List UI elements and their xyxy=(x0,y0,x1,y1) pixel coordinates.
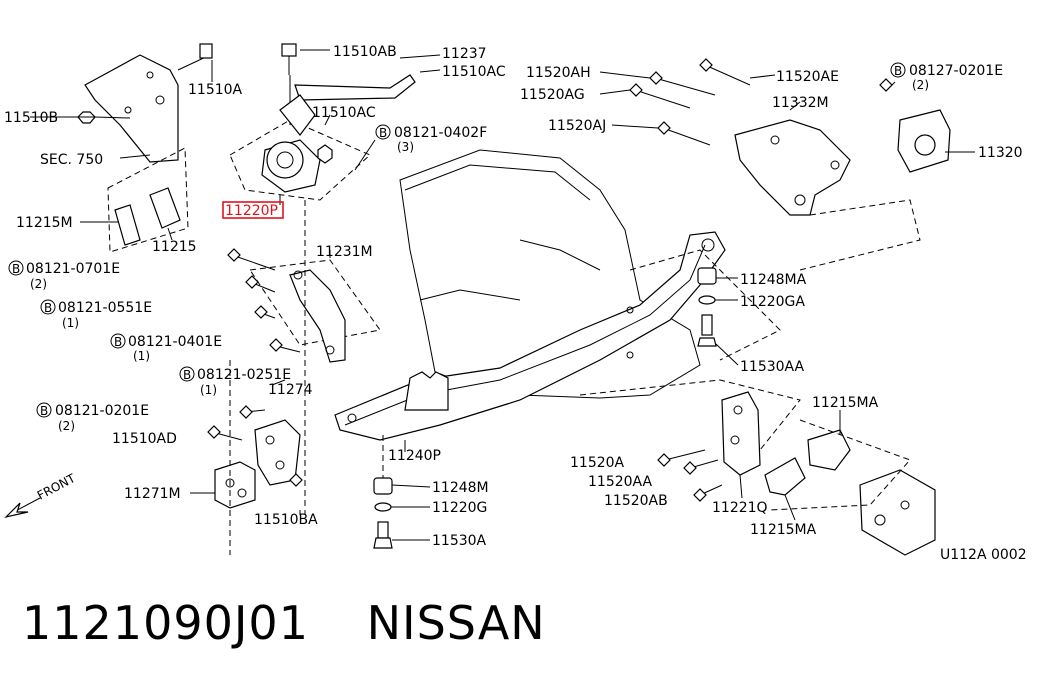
crossmember-11240P xyxy=(334,231,726,441)
bolt-marker-text: B xyxy=(40,404,48,418)
bolt-marker-icon xyxy=(8,260,24,276)
label-qty-3: (3) xyxy=(397,140,414,154)
label-11510A: 11510A xyxy=(188,82,243,98)
label-11221Q: 11221Q xyxy=(712,500,768,516)
label-11237: 11237 xyxy=(442,46,487,62)
label-11510BA: 11510BA xyxy=(254,512,318,528)
label-qty-1a: (1) xyxy=(62,316,79,330)
bolt-marker-text: B xyxy=(183,368,191,382)
dashed-group-11215 xyxy=(107,147,189,253)
label-11215MA-top: 11215MA xyxy=(812,395,879,411)
label-11510AC-mid: 11510AC xyxy=(312,105,376,121)
label-08127-0201E: 08127-0201E xyxy=(909,63,1003,79)
dashed-link-low xyxy=(579,379,801,451)
label-11520AB: 11520AB xyxy=(604,493,668,509)
label-11520AG: 11520AG xyxy=(520,87,585,103)
label-11332M: 11332M xyxy=(772,95,829,111)
caption: 1121090J01 NISSAN xyxy=(22,596,546,650)
mount-11320 xyxy=(897,109,951,173)
sec750-bracket xyxy=(84,43,213,163)
label-11520AA: 11520AA xyxy=(588,474,653,490)
label-11510AC-top: 11510AC xyxy=(442,64,506,80)
label-qty-1b: (1) xyxy=(133,349,150,363)
part-number: 1121090J01 xyxy=(22,596,309,650)
label-11520AE: 11520AE xyxy=(776,69,839,85)
label-qty-1c: (1) xyxy=(200,383,217,397)
label-11510AB: 11510AB xyxy=(333,44,397,60)
label-sec-750: SEC. 750 xyxy=(40,152,103,168)
bolt-marker-icon xyxy=(890,62,906,78)
label-11271M: 11271M xyxy=(124,486,181,502)
part-labels: 11510AB 11237 11510AC 11510A 11510B SEC.… xyxy=(4,44,1027,563)
label-11510B: 11510B xyxy=(4,110,58,126)
label-08121-0402F: 08121-0402F xyxy=(394,125,487,141)
label-11274: 11274 xyxy=(268,382,313,398)
label-08121-0551E: 08121-0551E xyxy=(58,300,152,316)
label-08121-0201E: 08121-0201E xyxy=(55,403,149,419)
bolts-lower-right xyxy=(657,449,723,502)
upper-mount-11220P xyxy=(229,43,416,201)
label-qty-2c: (2) xyxy=(912,78,929,92)
label-11220P: 11220P xyxy=(225,203,278,219)
bolt-marker-icon xyxy=(36,402,52,418)
label-11220GA: 11220GA xyxy=(740,294,805,310)
label-11248M: 11248M xyxy=(432,480,489,496)
rear-bracket xyxy=(859,469,936,556)
dashed-link-right xyxy=(799,199,921,271)
label-11520AJ: 11520AJ xyxy=(548,118,606,134)
bolt-marker-text: B xyxy=(44,301,52,315)
bolt-marker-icon xyxy=(40,299,56,315)
insulator-11215MA xyxy=(764,429,851,496)
label-11240P: 11240P xyxy=(388,448,441,464)
label-11231M: 11231M xyxy=(316,244,373,260)
label-front: FRONT xyxy=(35,471,78,503)
highlighted-part-11220P[interactable]: 11220P xyxy=(222,201,284,219)
bolt-marker-icon xyxy=(179,366,195,382)
label-11520A: 11520A xyxy=(570,455,625,471)
bolts-upper-right xyxy=(629,58,893,146)
rear-mount-11221Q xyxy=(721,391,761,476)
bracket-11332M xyxy=(734,119,851,216)
label-qty-2b: (2) xyxy=(58,419,75,433)
bolt-marker-text: B xyxy=(379,126,387,140)
label-11520AH: 11520AH xyxy=(526,65,591,81)
label-11220G: 11220G xyxy=(432,500,487,516)
label-qty-2a: (2) xyxy=(30,277,47,291)
label-08121-0251E: 08121-0251E xyxy=(197,367,291,383)
label-11248MA: 11248MA xyxy=(740,272,807,288)
bolt-marker-text: B xyxy=(12,262,20,276)
leader-lines xyxy=(30,49,975,541)
bolt-marker-icon xyxy=(375,124,391,140)
bolt-marker-icon xyxy=(110,333,126,349)
label-11215: 11215 xyxy=(152,239,197,255)
label-08121-0401E: 08121-0401E xyxy=(128,334,222,350)
front-arrow xyxy=(4,497,41,519)
label-11530A: 11530A xyxy=(432,533,487,549)
bolt-marker-text: B xyxy=(894,64,902,78)
figure-code: U112A 0002 xyxy=(940,547,1027,563)
brand-name: NISSAN xyxy=(366,596,546,650)
bracket-11274 xyxy=(254,419,301,486)
label-08121-0701E: 08121-0701E xyxy=(26,261,120,277)
label-11510AD: 11510AD xyxy=(112,431,177,447)
label-11530AA: 11530AA xyxy=(740,359,805,375)
label-11215M: 11215M xyxy=(16,215,73,231)
mount-11271M xyxy=(214,461,256,509)
label-11320: 11320 xyxy=(978,145,1023,161)
stack-11248M xyxy=(373,435,393,549)
engine-block-outline xyxy=(399,149,701,399)
bolts-left xyxy=(207,248,303,487)
stack-11248MA xyxy=(697,267,717,347)
label-11215MA-bot: 11215MA xyxy=(750,522,817,538)
bolt-marker-text: B xyxy=(114,335,122,349)
bracket-11231M xyxy=(249,259,381,363)
